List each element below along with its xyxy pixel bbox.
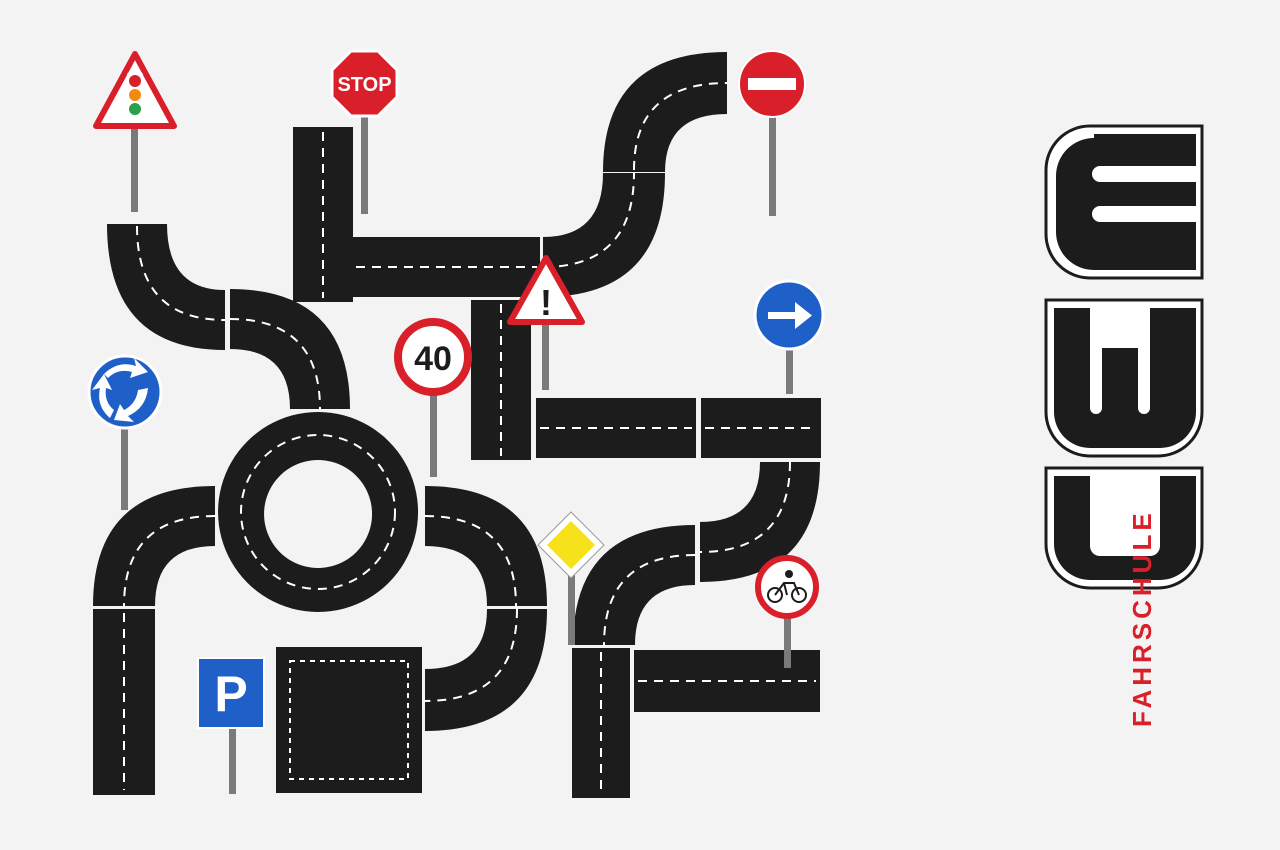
roundabout-road bbox=[218, 412, 419, 612]
right-arrow-icon bbox=[768, 302, 812, 329]
no-cycling-sign bbox=[755, 555, 819, 668]
road-curve-top-left bbox=[107, 224, 350, 410]
warning-exclamation: ! bbox=[540, 282, 552, 323]
road-l-shape-middle bbox=[471, 300, 821, 460]
roundabout-sign bbox=[87, 354, 163, 510]
priority-road-sign bbox=[537, 511, 605, 645]
road-network bbox=[93, 52, 821, 798]
road-curve-bottom-right bbox=[572, 461, 820, 798]
ewu-logo-letters bbox=[1044, 124, 1204, 590]
logo-letter-w bbox=[1044, 298, 1204, 458]
stop-sign-label: STOP bbox=[337, 74, 391, 96]
roundabout-arrows-icon bbox=[92, 358, 148, 422]
parking-sign-label: P bbox=[214, 666, 247, 722]
parking-sign: P bbox=[197, 657, 265, 794]
parking-lot bbox=[276, 647, 422, 793]
speed-limit-sign: 40 bbox=[394, 318, 472, 477]
speed-limit-value: 40 bbox=[414, 340, 452, 378]
general-warning-sign: ! bbox=[507, 255, 585, 390]
road-curve-right-of-roundabout bbox=[424, 486, 547, 731]
road-straight-top-center bbox=[293, 127, 540, 302]
direction-right-sign bbox=[753, 279, 825, 394]
logo-letter-u bbox=[1044, 466, 1204, 590]
road-curve-top-right bbox=[542, 52, 728, 297]
brand-subtitle: FAHRSCHULE bbox=[1127, 509, 1157, 727]
bicycle-icon bbox=[767, 570, 807, 603]
road-curve-left bbox=[93, 486, 216, 795]
logo-letter-e bbox=[1044, 124, 1204, 280]
stop-sign: STOP bbox=[330, 49, 399, 214]
traffic-light-warning-sign bbox=[93, 51, 177, 212]
ewu-logo bbox=[1030, 110, 1230, 740]
no-entry-sign bbox=[738, 50, 806, 216]
